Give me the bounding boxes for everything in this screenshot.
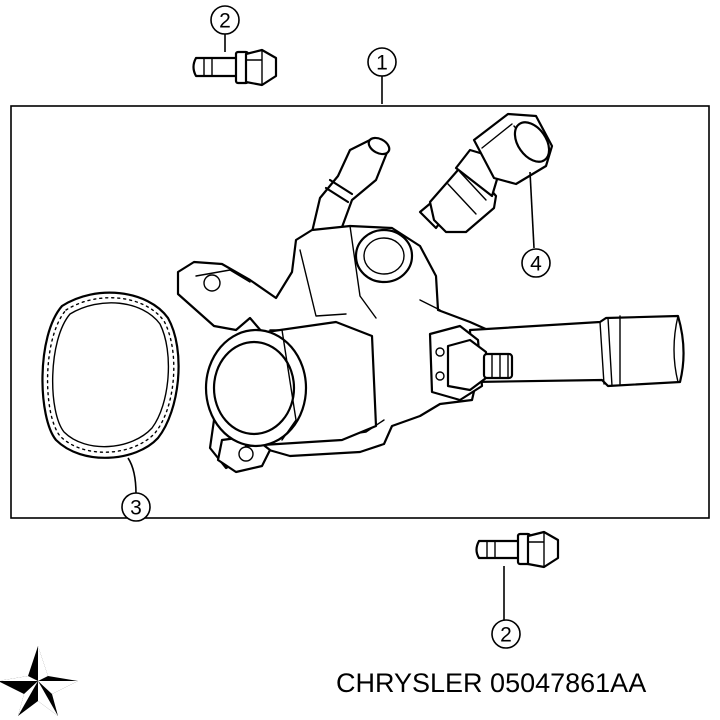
callout-2-top: 2 [210,5,240,35]
bolt-top [192,48,278,87]
temperature-sensor [418,112,554,234]
assembly-frame [10,105,710,519]
callout-1: 1 [367,47,397,77]
leader-line-3 [127,457,137,495]
callout-3-label: 3 [130,497,142,520]
part-number-caption: CHRYSLER 05047861AA [336,668,647,698]
callout-4-label: 4 [530,253,542,276]
chrysler-pentastar-logo [0,646,78,716]
callout-2-top-label: 2 [219,10,231,33]
thermostat-housing [176,136,685,474]
callout-4: 4 [521,248,551,278]
callout-1-label: 1 [376,52,388,75]
callout-2-bottom: 2 [491,619,521,649]
leader-line-4 [529,171,535,249]
callout-2-bottom-label: 2 [500,624,512,647]
callout-3: 3 [121,492,151,522]
o-ring-seal [41,291,180,459]
bolt-bottom [475,530,560,569]
